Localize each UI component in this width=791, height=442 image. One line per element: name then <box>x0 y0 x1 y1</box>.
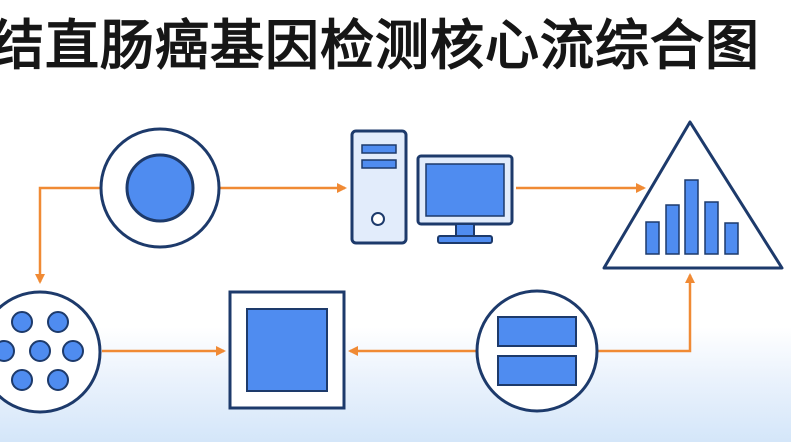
circle-with-dot-icon <box>99 127 221 249</box>
triangle-bar-chart-icon <box>602 120 784 270</box>
arrow-data-to-report <box>596 273 695 353</box>
cells-circle-icon <box>0 290 102 414</box>
arrow-sample-to-cells <box>35 186 100 284</box>
flow-arrows <box>35 183 695 356</box>
desktop-computer-icon <box>350 129 514 245</box>
page-title: 结直肠癌基因检测核心流综合图 <box>0 14 760 77</box>
square-chip-icon <box>228 290 346 410</box>
stacked-blocks-icon <box>475 289 599 413</box>
